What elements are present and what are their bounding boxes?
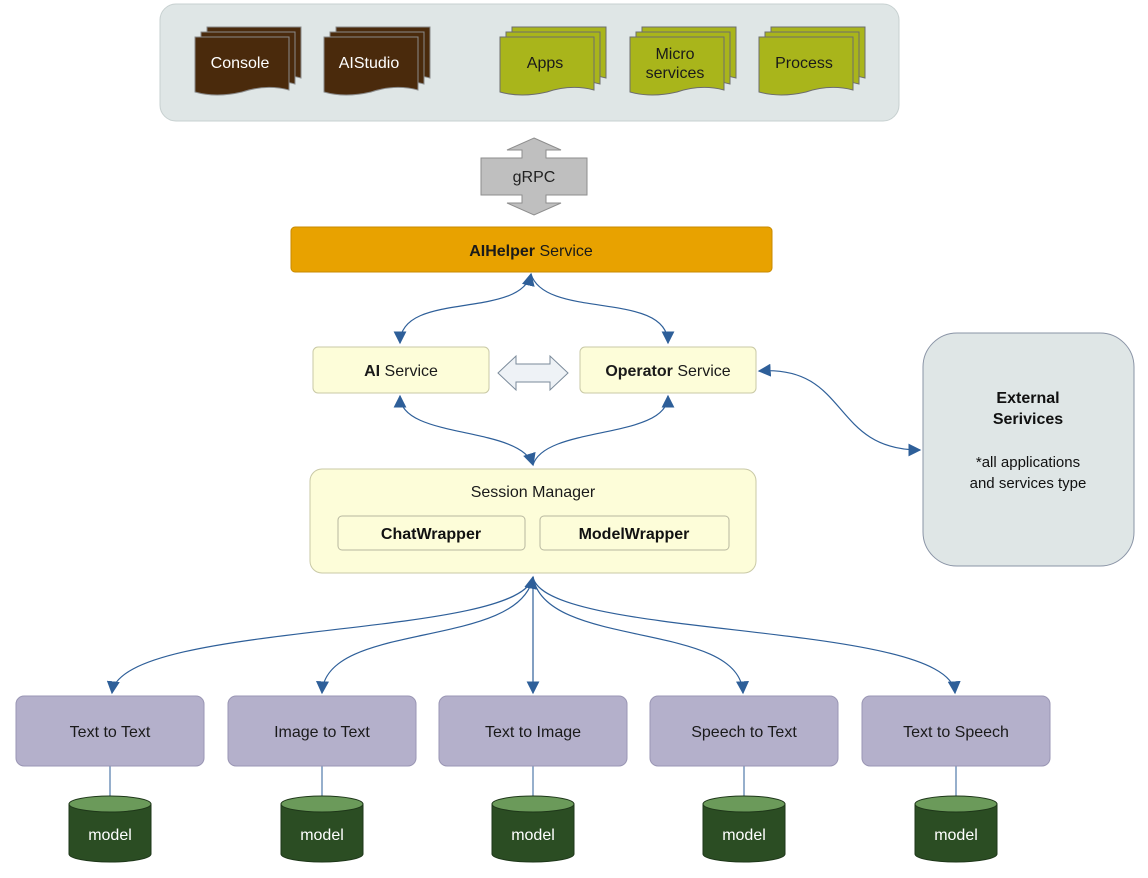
model-storage-top — [68, 795, 152, 813]
ai-operator-link-arrow — [497, 354, 569, 392]
model-storage-cylinder — [702, 803, 786, 863]
apps-label: Apps — [527, 55, 563, 72]
connector-session-text-to-text — [106, 575, 537, 695]
grpc-arrow: gRPC — [480, 137, 588, 216]
external-services-title-2: Serivices — [993, 411, 1063, 428]
model-type-box — [861, 695, 1051, 767]
process-client: Process — [758, 26, 866, 96]
model-storage-cylinder — [914, 803, 998, 863]
model-type-label: Text to Image — [485, 724, 581, 741]
model-storage-cylinder — [280, 803, 364, 863]
model-storage-label: model — [934, 827, 978, 844]
connector-operator-session — [532, 394, 675, 466]
aistudio-label: AIStudio — [339, 55, 400, 72]
connector-ai-session — [393, 394, 536, 467]
model-storage-top — [280, 795, 364, 813]
aihelper-service-label: AIHelper Service — [469, 243, 593, 260]
model-type-label: Speech to Text — [691, 724, 797, 741]
connector-session-text-to-speech — [532, 576, 961, 695]
operator-service — [579, 346, 757, 394]
connector-session-image-to-text — [316, 576, 534, 695]
model-storage-cylinder — [491, 803, 575, 863]
grpc-label: gRPC — [513, 169, 556, 186]
model-type-box — [15, 695, 205, 767]
aistudio-client: AIStudio — [323, 26, 431, 96]
ai-service — [312, 346, 490, 394]
model-wrapper-label: ModelWrapper — [579, 526, 690, 543]
session-manager-title: Session Manager — [471, 484, 596, 501]
model-type-speech-to-text: Speech to Text model — [649, 695, 839, 863]
model-type-image-to-text: Image to Text model — [227, 695, 417, 863]
microservices-label-2: services — [646, 65, 705, 82]
aihelper-service — [290, 226, 773, 273]
model-type-box — [227, 695, 417, 767]
model-type-label: Text to Text — [70, 724, 151, 741]
process-label: Process — [775, 55, 833, 72]
apps-client: Apps — [499, 26, 607, 96]
chat-wrapper-label: ChatWrapper — [381, 526, 481, 543]
external-services-note-1: *all applications — [976, 454, 1080, 471]
external-services-note-2: and services type — [970, 475, 1087, 492]
model-wrapper — [539, 515, 730, 551]
microservices-label-1: Micro — [655, 46, 694, 63]
external-services — [922, 332, 1135, 567]
model-type-label: Text to Speech — [903, 724, 1009, 741]
microservices-client: Micro services — [629, 26, 737, 96]
model-type-text-to-text: Text to Text model — [15, 695, 205, 863]
model-type-text-to-speech: Text to Speech model — [861, 695, 1051, 863]
connector-operator-external — [757, 363, 922, 457]
console-client: Console — [194, 26, 302, 96]
operator-service-label: Operator Service — [605, 363, 730, 380]
chat-wrapper — [337, 515, 526, 551]
connector-aihelper-operator — [530, 273, 675, 345]
model-storage-cylinder — [68, 803, 152, 863]
model-storage-label: model — [511, 827, 555, 844]
model-storage-label: model — [300, 827, 344, 844]
model-storage-label: model — [722, 827, 766, 844]
model-storage-label: model — [88, 827, 132, 844]
model-storage-top — [702, 795, 786, 813]
connector-aihelper-ai — [393, 272, 535, 345]
model-type-label: Image to Text — [274, 724, 370, 741]
model-type-box — [649, 695, 839, 767]
connector-session-speech-to-text — [532, 576, 749, 695]
model-storage-top — [491, 795, 575, 813]
model-type-box — [438, 695, 628, 767]
ai-service-label: AI Service — [364, 363, 438, 380]
model-type-text-to-image: Text to Image model — [438, 695, 628, 863]
model-storage-top — [914, 795, 998, 813]
console-label: Console — [211, 55, 270, 72]
external-services-title-1: External — [996, 390, 1059, 407]
